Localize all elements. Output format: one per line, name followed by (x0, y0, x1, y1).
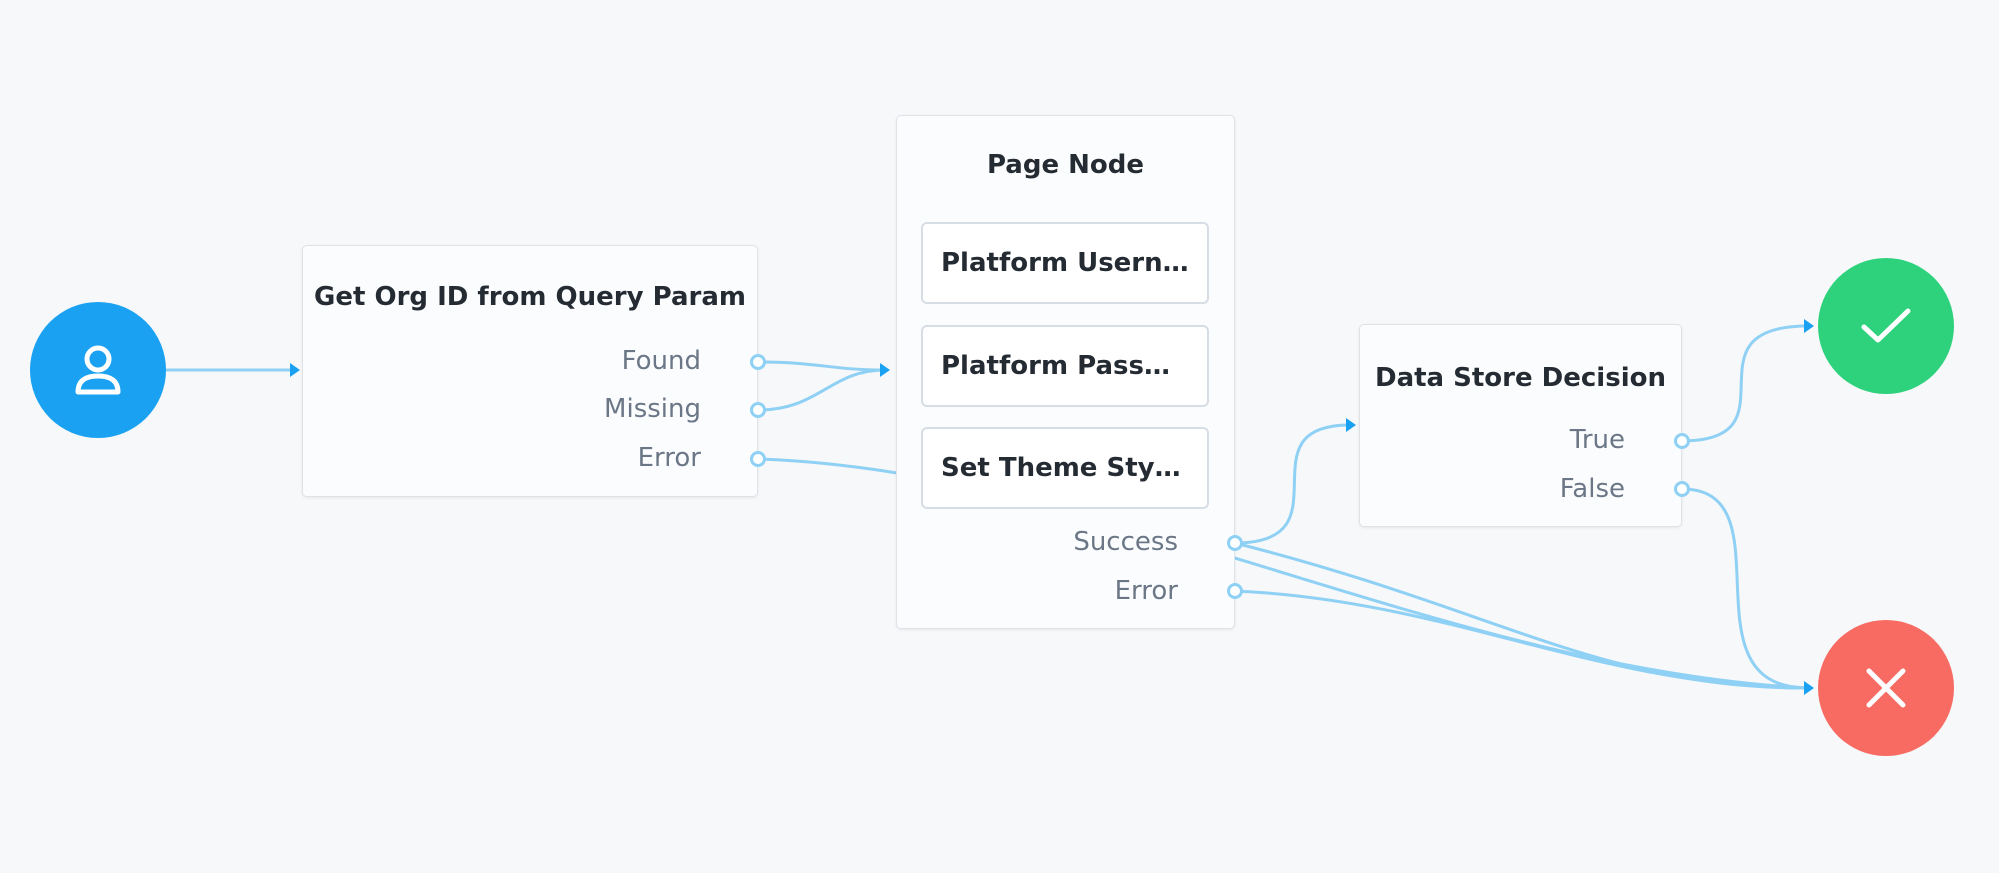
port-true[interactable] (1674, 433, 1690, 449)
edge-false-to-failure (1681, 487, 1809, 690)
port-false[interactable] (1674, 481, 1690, 497)
arrow-page-node-input (880, 363, 890, 377)
port-found[interactable] (750, 354, 766, 370)
page-node[interactable]: Page Node Platform Userna... Platform Pa… (896, 115, 1235, 629)
outcome-error-label: Error (637, 443, 701, 473)
edge-success-to-failure (1234, 541, 1809, 690)
success-node[interactable] (1818, 258, 1954, 394)
arrow-get-org-input (290, 363, 300, 377)
node-title: Page Node (986, 150, 1145, 180)
child-node-platform-username[interactable]: Platform Userna... (921, 222, 1209, 304)
failure-node[interactable] (1818, 620, 1954, 756)
user-icon (75, 345, 121, 395)
x-icon (1866, 668, 1906, 708)
edge-missing-to-page-node (757, 368, 886, 412)
outcome-found-label: Found (621, 346, 701, 376)
get-org-id-node[interactable]: Get Org ID from Query Param Found Missin… (302, 245, 758, 497)
edge-true-to-success (1681, 324, 1809, 443)
edge-page-error-to-failure (1234, 589, 1809, 690)
outcome-false-label: False (1559, 474, 1625, 504)
child-node-set-theme-styling[interactable]: Set Theme Styling (921, 427, 1209, 509)
data-store-decision-node[interactable]: Data Store Decision True False (1359, 324, 1682, 527)
port-error[interactable] (750, 451, 766, 467)
outcome-success-label: Success (1073, 527, 1178, 557)
port-success[interactable] (1227, 535, 1243, 551)
checkmark-icon (1861, 308, 1911, 343)
arrow-failure-input (1804, 681, 1814, 695)
outcome-true-label: True (1569, 425, 1625, 455)
port-page-error[interactable] (1227, 583, 1243, 599)
edge-success-to-data-store (1234, 423, 1351, 545)
edge-found-to-page-node (757, 360, 886, 372)
child-node-platform-password[interactable]: Platform Passw... (921, 325, 1209, 407)
outcome-missing-label: Missing (604, 394, 701, 424)
arrow-success-input (1804, 319, 1814, 333)
start-node[interactable] (30, 302, 166, 438)
port-missing[interactable] (750, 402, 766, 418)
arrow-data-store-input (1346, 418, 1356, 432)
outcome-error-label: Error (1114, 576, 1178, 606)
node-title: Data Store Decision (1375, 363, 1666, 393)
node-title: Get Org ID from Query Param (314, 282, 746, 312)
